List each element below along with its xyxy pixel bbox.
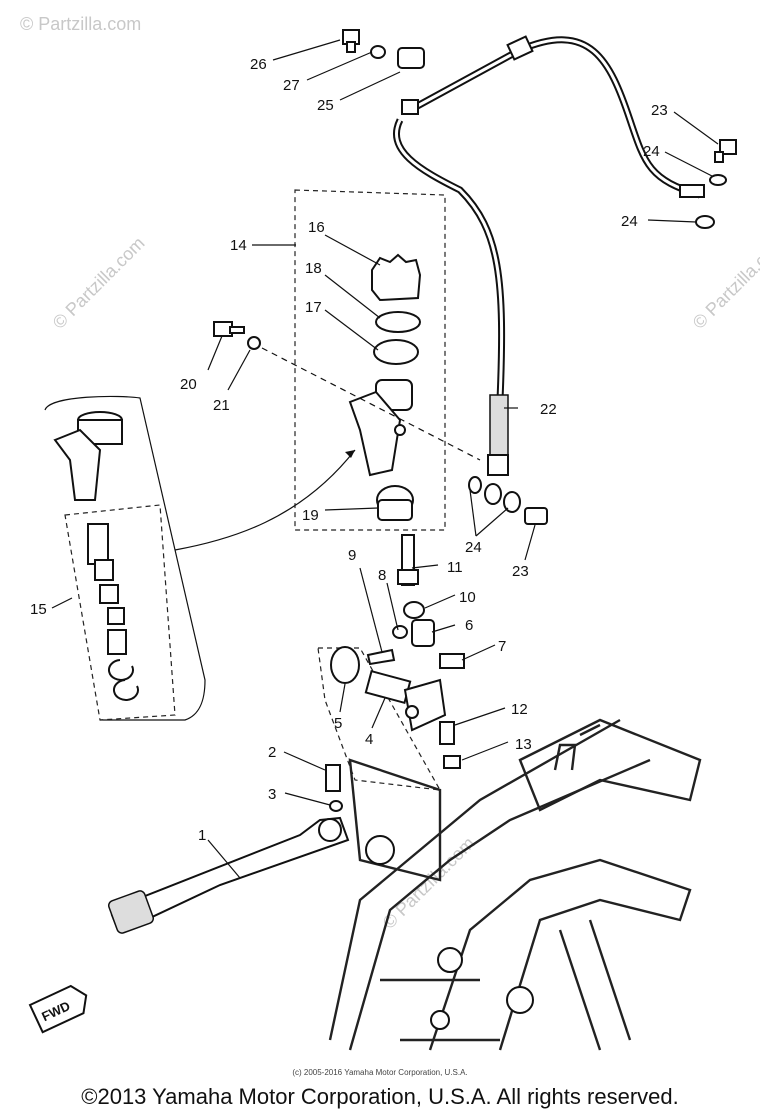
callout-15: 15 — [30, 601, 47, 618]
callout-27: 27 — [283, 77, 300, 94]
callout-labels: 26 27 25 23 24 24 14 16 18 17 20 21 22 1… — [30, 56, 668, 844]
callout-17: 17 — [305, 299, 322, 316]
banjo-fitting — [468, 476, 548, 525]
watermark-2: © Partzilla.com — [49, 233, 149, 333]
callout-23-top: 23 — [651, 102, 668, 119]
callout-9: 9 — [348, 547, 356, 564]
brake-pedal — [107, 816, 350, 934]
callout-3: 3 — [268, 786, 276, 803]
callout-2: 2 — [268, 744, 276, 761]
callout-23-mid: 23 — [512, 563, 529, 580]
callout-8: 8 — [378, 567, 386, 584]
callout-25: 25 — [317, 97, 334, 114]
callout-7: 7 — [498, 638, 506, 655]
master-cylinder-assembly — [213, 189, 481, 531]
callout-6: 6 — [465, 617, 473, 634]
inset-15 — [44, 395, 356, 721]
hose-fittings-top — [342, 29, 737, 229]
callout-19: 19 — [302, 507, 319, 524]
callout-26: 26 — [250, 56, 267, 73]
motorcycle-frame — [328, 718, 702, 1051]
leader-lines — [51, 39, 719, 879]
watermark-3: © Partzilla.com — [689, 233, 760, 333]
callout-21: 21 — [213, 397, 230, 414]
callout-11: 11 — [447, 559, 463, 576]
copyright-notice: ©2013 Yamaha Motor Corporation, U.S.A. A… — [81, 1084, 679, 1109]
callout-5: 5 — [334, 715, 342, 732]
callout-22: 22 — [540, 401, 557, 418]
fwd-badge: FWD — [28, 984, 88, 1034]
callout-12: 12 — [511, 701, 528, 718]
callout-20: 20 — [180, 376, 197, 393]
brake-hose — [393, 35, 705, 476]
callout-24-mid: 24 — [465, 539, 482, 556]
callout-16: 16 — [308, 219, 325, 236]
callout-24-right: 24 — [621, 213, 638, 230]
callout-14: 14 — [230, 237, 247, 254]
watermark-1: © Partzilla.com — [20, 14, 141, 34]
callout-18: 18 — [305, 260, 322, 277]
callout-13: 13 — [515, 736, 532, 753]
callout-1: 1 — [198, 827, 206, 844]
brake-pedal-pivot — [317, 646, 461, 812]
credit-line: (c) 2005-2016 Yamaha Motor Corporation, … — [292, 1068, 468, 1077]
callout-4: 4 — [365, 731, 373, 748]
pushrod-parts — [366, 534, 465, 669]
callout-10: 10 — [459, 589, 476, 606]
callout-24-top: 24 — [643, 143, 660, 160]
